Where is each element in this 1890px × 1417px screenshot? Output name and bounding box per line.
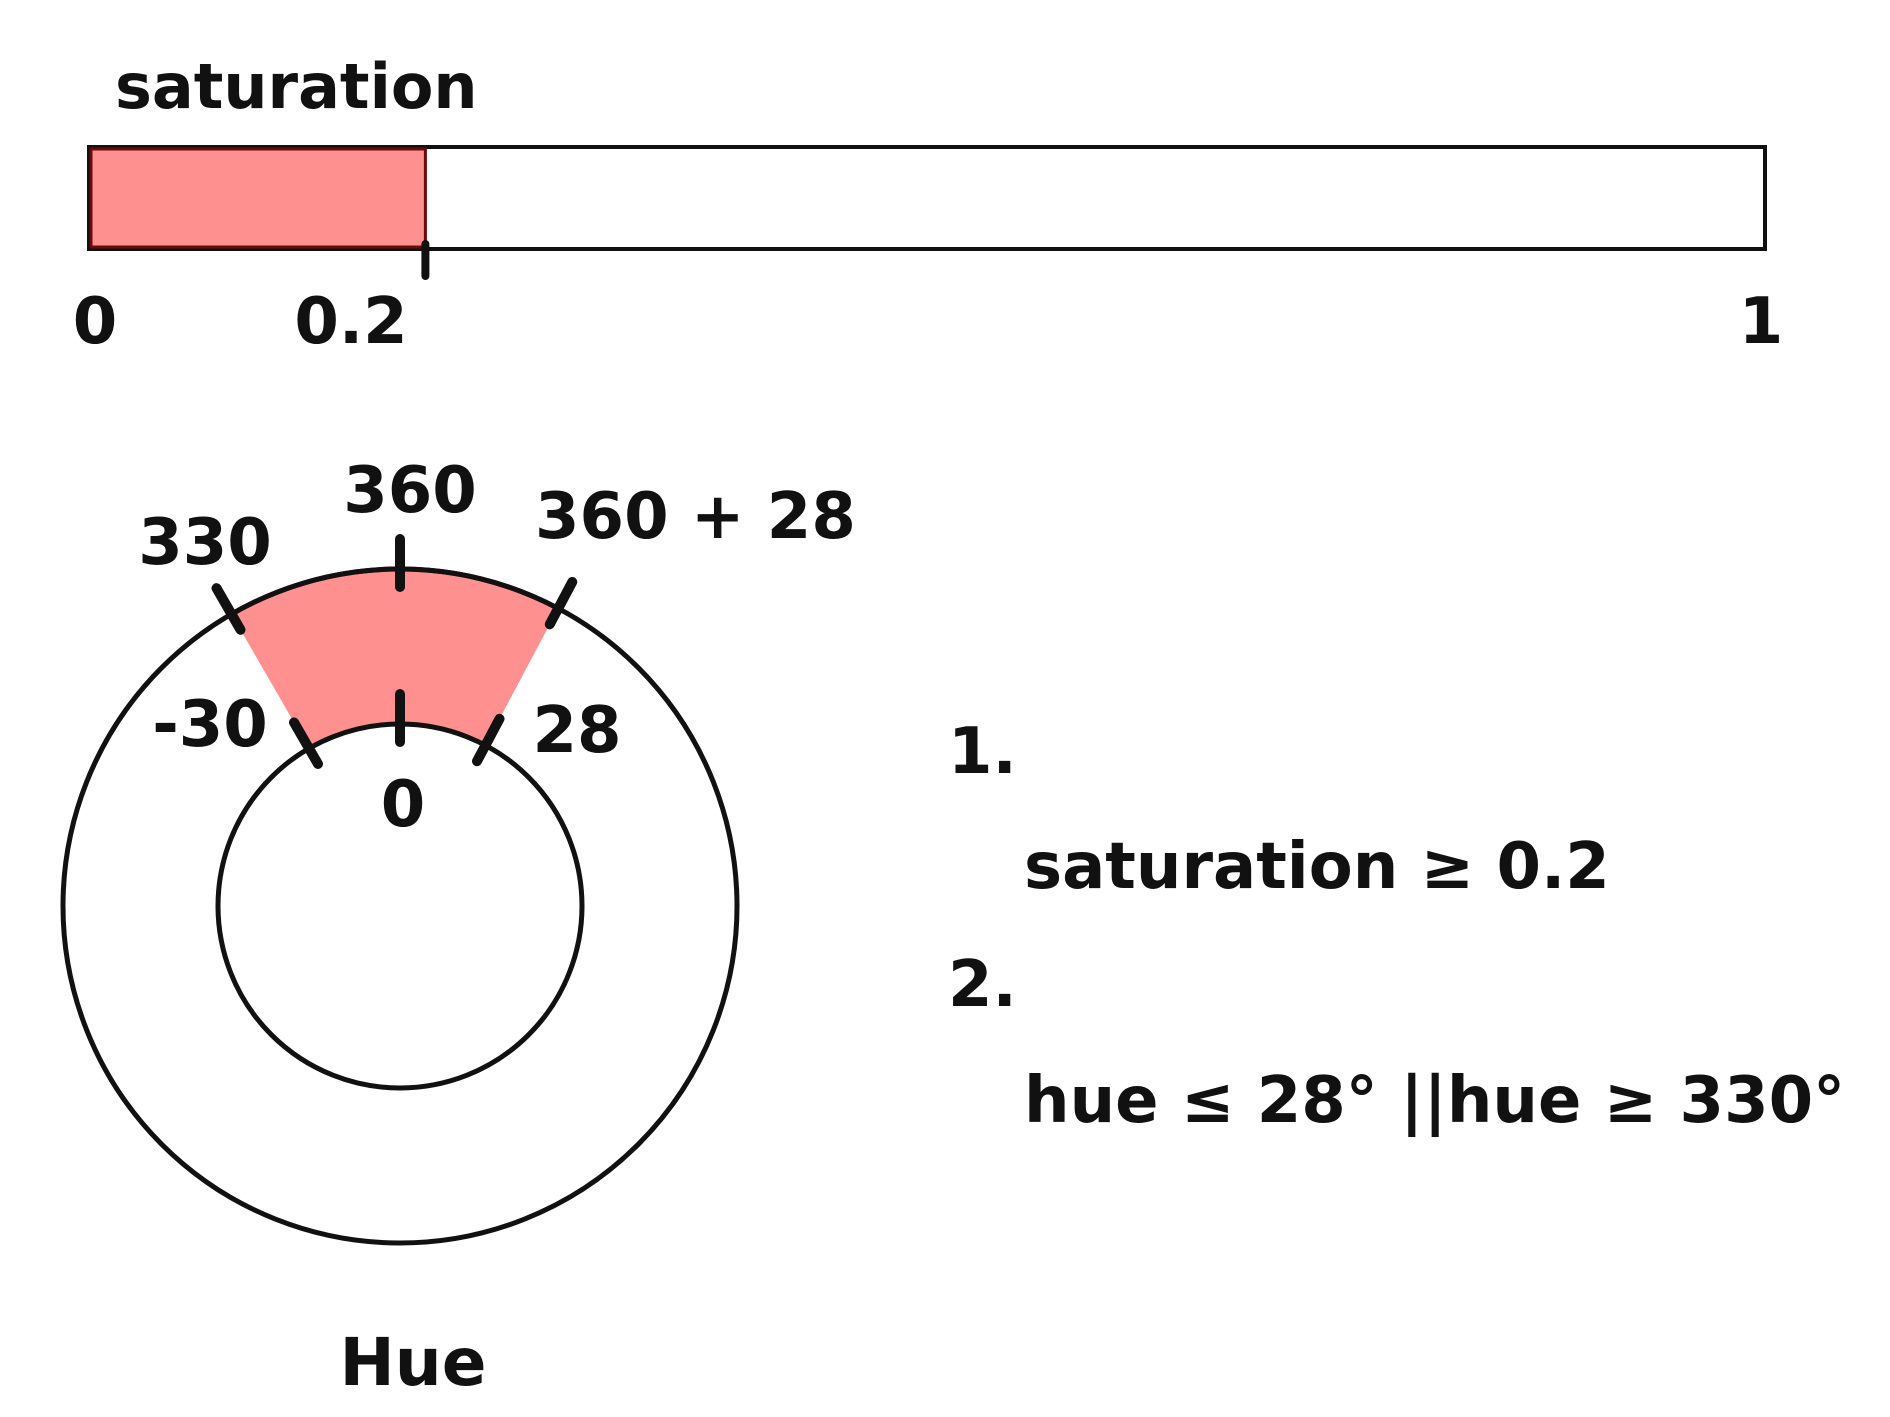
hue-inner-label-center: 0 [381, 768, 426, 842]
saturation-threshold-label: 0.2 [294, 285, 407, 359]
conditions-list: 1. saturation ≥ 0.2 2. hue ≤ 28° ||hue ≥… [948, 715, 1845, 1138]
saturation-max-label: 1 [1739, 285, 1784, 359]
hue-ticks [211, 534, 578, 769]
hue-title: Hue [340, 1324, 487, 1401]
hue-inner-label-left: -30 [152, 688, 268, 762]
hue-outer-tick-start [211, 583, 246, 635]
condition-1-text: saturation ≥ 0.2 [1024, 830, 1610, 904]
hue-ring: 330 360 360 + 28 -30 0 28 Hue [60, 454, 856, 1401]
hue-outer-tick-end [544, 576, 578, 630]
hue-outer-label-left: 330 [138, 506, 272, 580]
condition-1-number: 1. [948, 715, 1017, 789]
saturation-min-label: 0 [73, 285, 118, 359]
hue-selected-sector [231, 568, 559, 749]
hue-outer-label-center: 360 [343, 454, 477, 528]
hue-outer-label-right: 360 + 28 [535, 480, 856, 554]
saturation-scale: saturation 0 0.2 1 [73, 50, 1784, 359]
condition-2-text: hue ≤ 28° ||hue ≥ 330° [1024, 1064, 1845, 1138]
hue-inner-label-right: 28 [532, 694, 621, 768]
hue-inner-tick-end [471, 713, 505, 767]
condition-2-number: 2. [948, 948, 1017, 1022]
saturation-title: saturation [115, 50, 478, 123]
hue-inner-tick-start [289, 717, 323, 769]
saturation-bar-selected [89, 147, 427, 249]
